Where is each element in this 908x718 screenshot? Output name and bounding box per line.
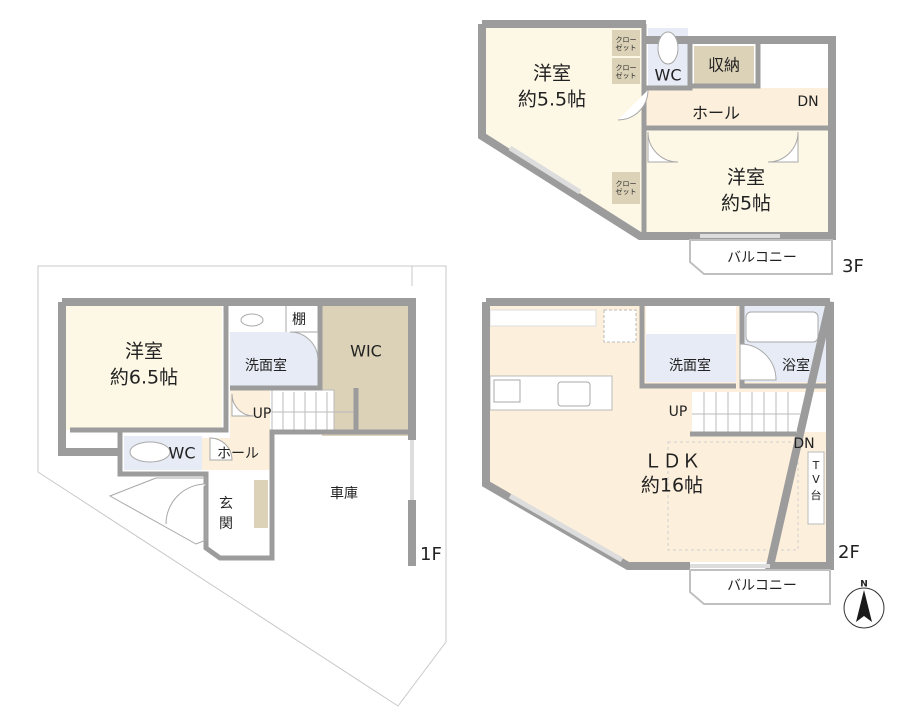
wc-label-1f: WC bbox=[169, 444, 196, 463]
shelf-label: 棚 bbox=[292, 312, 306, 328]
closet-1 bbox=[612, 30, 640, 56]
washroom-1f bbox=[230, 332, 318, 386]
sink-icon bbox=[240, 313, 264, 327]
hall-3f bbox=[646, 88, 828, 126]
stairs-down-3f: DN bbox=[797, 94, 818, 110]
tv-stand-label-3: 台 bbox=[811, 488, 822, 502]
bathtub-icon bbox=[745, 311, 819, 343]
shoe-cabinet bbox=[254, 480, 268, 528]
closet2-l2: ゼット bbox=[616, 71, 637, 80]
balcony-2f bbox=[689, 569, 831, 605]
rug-area bbox=[667, 441, 799, 551]
balcony-3f bbox=[689, 239, 833, 275]
balcony-label-2f: バルコニー bbox=[727, 578, 797, 594]
hall-label-3f: ホール bbox=[692, 104, 740, 123]
tv-stand-label-2: V bbox=[812, 473, 820, 486]
storage-label-3f: 収納 bbox=[708, 56, 740, 75]
floor-3f: 洋室 約5.5帖 クロー ゼット クロー ゼット クロー ゼット WC 収納 D… bbox=[478, 20, 864, 277]
floor-label-1f: 1F bbox=[420, 544, 442, 565]
closet2-l1: クロー bbox=[616, 64, 637, 72]
western-room-a-3f bbox=[486, 28, 642, 232]
site-boundary bbox=[37, 265, 413, 472]
stairs-down-2f: DN bbox=[793, 436, 814, 452]
room-b-size-3f: 約5帖 bbox=[721, 193, 771, 215]
stairs-up-2f: UP bbox=[669, 404, 688, 420]
storage-3f bbox=[694, 46, 754, 84]
tv-stand bbox=[807, 451, 825, 525]
site-boundary-diagonal bbox=[37, 265, 447, 707]
entrance-label-1: 玄 bbox=[219, 495, 233, 512]
tv-stand-label-1: T bbox=[812, 459, 820, 472]
entrance-label-2: 関 bbox=[219, 516, 233, 532]
floor-2f: 洗面室 浴室 UP DN ＬＤＫ 約16帖 T V 台 バルコニー 2F bbox=[482, 298, 860, 605]
compass-north-label: N bbox=[860, 580, 868, 590]
closet1-l1: クロー bbox=[616, 36, 637, 44]
closet1-l2: ゼット bbox=[616, 43, 637, 52]
toilet-icon bbox=[129, 441, 171, 463]
closet-2 bbox=[612, 58, 640, 84]
ldk-name: ＬＤＫ bbox=[643, 451, 700, 473]
stairs-up-1f: UP bbox=[253, 406, 272, 422]
stove-icon bbox=[493, 379, 521, 403]
wic-1f bbox=[322, 306, 408, 436]
room-a-name-3f: 洋室 bbox=[533, 63, 571, 85]
room-a-size-3f: 約5.5帖 bbox=[518, 89, 586, 111]
ldk-size: 約16帖 bbox=[641, 475, 703, 497]
fridge-space bbox=[603, 309, 637, 343]
room-name-1f: 洋室 bbox=[125, 341, 163, 363]
stairs-3f bbox=[762, 44, 826, 86]
wc-label-3f: WC bbox=[655, 66, 682, 85]
bathroom-label-2f: 浴室 bbox=[782, 357, 810, 374]
washroom-label-1f: 洗面室 bbox=[245, 357, 287, 374]
closet3-l2: ゼット bbox=[616, 187, 637, 196]
garage-label: 車庫 bbox=[330, 485, 358, 502]
stair-treads-2f bbox=[692, 392, 800, 432]
room-size-1f: 約6.5帖 bbox=[110, 367, 178, 389]
compass-icon: N bbox=[843, 580, 885, 629]
toilet-icon-3f bbox=[657, 31, 679, 65]
hall-label-1f: ホール bbox=[217, 446, 259, 462]
closet-3 bbox=[612, 172, 640, 204]
floor-label-3f: 3F bbox=[842, 256, 864, 277]
balcony-label-3f: バルコニー bbox=[727, 250, 797, 266]
wic-label: WIC bbox=[350, 342, 382, 361]
stair-treads-1f bbox=[272, 392, 356, 432]
washroom-label-2f: 洗面室 bbox=[669, 357, 711, 374]
western-room-1f bbox=[66, 306, 222, 430]
closet3-l1: クロー bbox=[616, 180, 637, 188]
sink-area-2f bbox=[646, 306, 736, 334]
upper-cabinet bbox=[489, 309, 597, 327]
floor-label-2f: 2F bbox=[838, 542, 860, 563]
room-b-name-3f: 洋室 bbox=[727, 167, 765, 189]
kitchen-sink-icon bbox=[557, 381, 591, 407]
floor-1f: 洋室 約6.5帖 棚 洗面室 WIC UP WC ホール 玄 関 車庫 1F bbox=[37, 265, 447, 707]
